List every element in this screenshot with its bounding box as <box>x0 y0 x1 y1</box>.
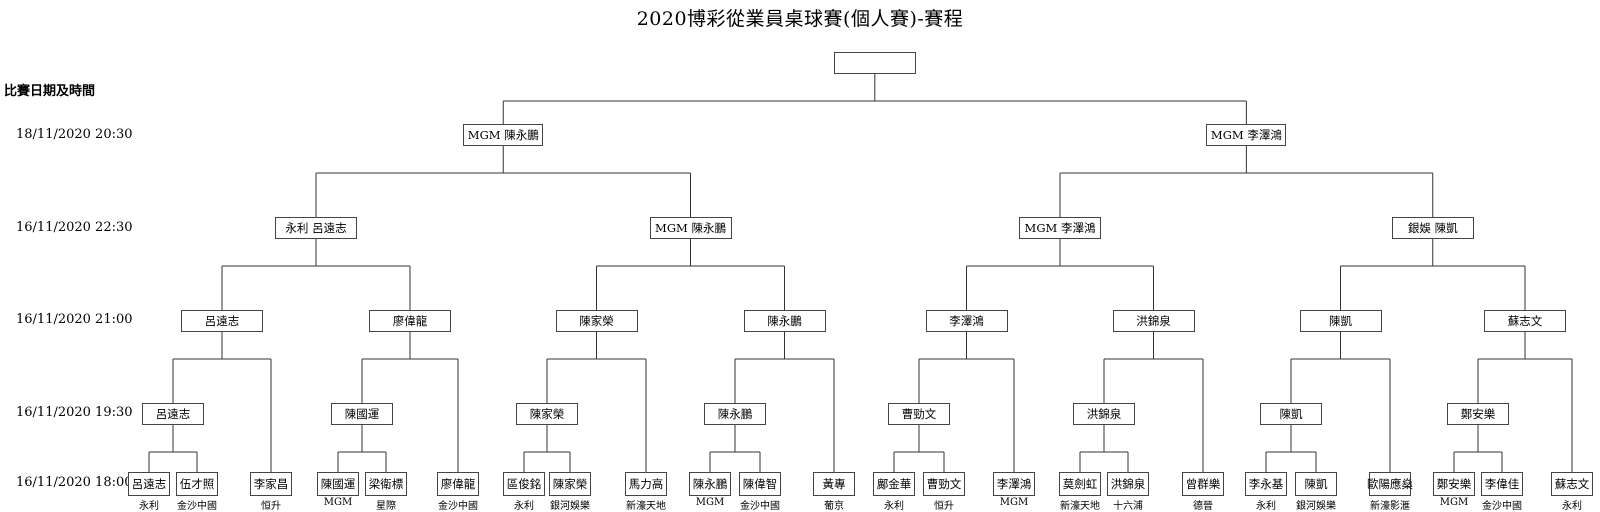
player-club: 恒升 <box>934 501 954 512</box>
player-club: 金沙中國 <box>438 501 478 512</box>
round3-box: 廖偉龍 <box>369 310 451 332</box>
player-club: 星際 <box>376 501 396 512</box>
player-box: 鄺金華 <box>873 472 915 496</box>
round3-box: 呂遠志 <box>181 310 263 332</box>
player-club: 永利 <box>1562 501 1582 512</box>
player-club: 銀河娛樂 <box>550 501 590 512</box>
round3-box: 陳永鵬 <box>743 310 826 332</box>
round3-box: 蘇志文 <box>1484 310 1566 332</box>
player-box: 廖偉龍 <box>437 472 479 496</box>
player-club: MGM <box>999 497 1029 508</box>
player-club: 金沙中國 <box>177 501 217 512</box>
round2-box: 陳凱 <box>1260 403 1322 425</box>
round2-box: 鄭安樂 <box>1447 403 1509 425</box>
player-box: 蘇志文 <box>1551 472 1593 496</box>
player-box: 李澤鴻 <box>993 472 1035 496</box>
semifinal-box: MGM 陳永鵬 <box>463 124 544 146</box>
round3-box: 洪錦泉 <box>1112 310 1195 332</box>
player-club: 新濠影滙 <box>1370 501 1410 512</box>
round-time-round2: 16/11/2020 19:30 <box>16 405 133 420</box>
schedule-header: 比賽日期及時間 <box>4 84 96 99</box>
player-club: 新濠天地 <box>1060 501 1100 512</box>
player-box: 莫劍虹 <box>1059 472 1101 496</box>
player-box: 歐陽應燊 <box>1367 472 1413 496</box>
player-box: 曾群樂 <box>1182 472 1224 496</box>
player-box: 李偉佳 <box>1481 472 1523 496</box>
player-club: 永利 <box>884 501 904 512</box>
round3-box: 李澤鴻 <box>925 310 1008 332</box>
player-club: 葡京 <box>824 501 844 512</box>
round2-box: 洪錦泉 <box>1073 403 1135 425</box>
player-box: 李家昌 <box>250 472 292 496</box>
player-box: 呂遠志 <box>128 472 170 496</box>
player-box: 陳家榮 <box>549 472 591 496</box>
quarterfinal-box: 銀娛 陳凱 <box>1391 217 1474 239</box>
round2-box: 陳永鵬 <box>704 403 766 425</box>
player-box: 陳偉智 <box>739 472 781 496</box>
player-box: 黃專 <box>813 472 855 496</box>
player-club: 銀河娛樂 <box>1296 501 1336 512</box>
player-club: 永利 <box>1256 501 1276 512</box>
player-club: 永利 <box>139 501 159 512</box>
player-club: 恒升 <box>261 501 281 512</box>
round2-box: 陳國運 <box>331 403 393 425</box>
page-title: 2020博彩從業員桌球賽(個人賽)-賽程 <box>636 8 964 30</box>
quarterfinal-box: 永利 呂遠志 <box>275 217 357 239</box>
quarterfinal-box: MGM 李澤鴻 <box>1019 217 1101 239</box>
round-time-final: 18/11/2020 20:30 <box>16 127 133 142</box>
player-box: 洪錦泉 <box>1107 472 1149 496</box>
round2-box: 陳家榮 <box>516 403 578 425</box>
player-club: MGM <box>323 497 353 508</box>
round2-box: 呂遠志 <box>142 403 204 425</box>
player-box: 陳凱 <box>1295 472 1337 496</box>
player-club: 金沙中國 <box>1482 501 1522 512</box>
round-time-quarterfinal: 16/11/2020 22:30 <box>16 220 133 235</box>
player-box: 梁衛標 <box>365 472 407 496</box>
round3-box: 陳家榮 <box>555 310 638 332</box>
round3-box: 陳凱 <box>1299 310 1382 332</box>
round-time-round3: 16/11/2020 21:00 <box>16 312 133 327</box>
round2-box: 曹勁文 <box>888 403 950 425</box>
player-box: 鄭安樂 <box>1433 472 1475 496</box>
player-club: 十六浦 <box>1113 501 1143 512</box>
final-box <box>833 52 916 74</box>
player-box: 馬力高 <box>625 472 667 496</box>
round-time-round1: 16/11/2020 18:00 <box>16 475 133 490</box>
player-club: 新濠天地 <box>626 501 666 512</box>
player-box: 陳永鵬 <box>689 472 731 496</box>
player-box: 伍才照 <box>176 472 218 496</box>
player-club: 永利 <box>514 501 534 512</box>
player-box: 曹勁文 <box>923 472 965 496</box>
player-box: 李永基 <box>1245 472 1287 496</box>
quarterfinal-box: MGM 陳永鵬 <box>649 217 732 239</box>
player-club: MGM <box>1439 497 1469 508</box>
semifinal-box: MGM 李澤鴻 <box>1206 124 1287 146</box>
player-box: 區俊銘 <box>503 472 545 496</box>
player-club: 德晉 <box>1193 501 1213 512</box>
player-club: 金沙中國 <box>740 501 780 512</box>
player-box: 陳國運 <box>317 472 359 496</box>
player-club: MGM <box>695 497 725 508</box>
